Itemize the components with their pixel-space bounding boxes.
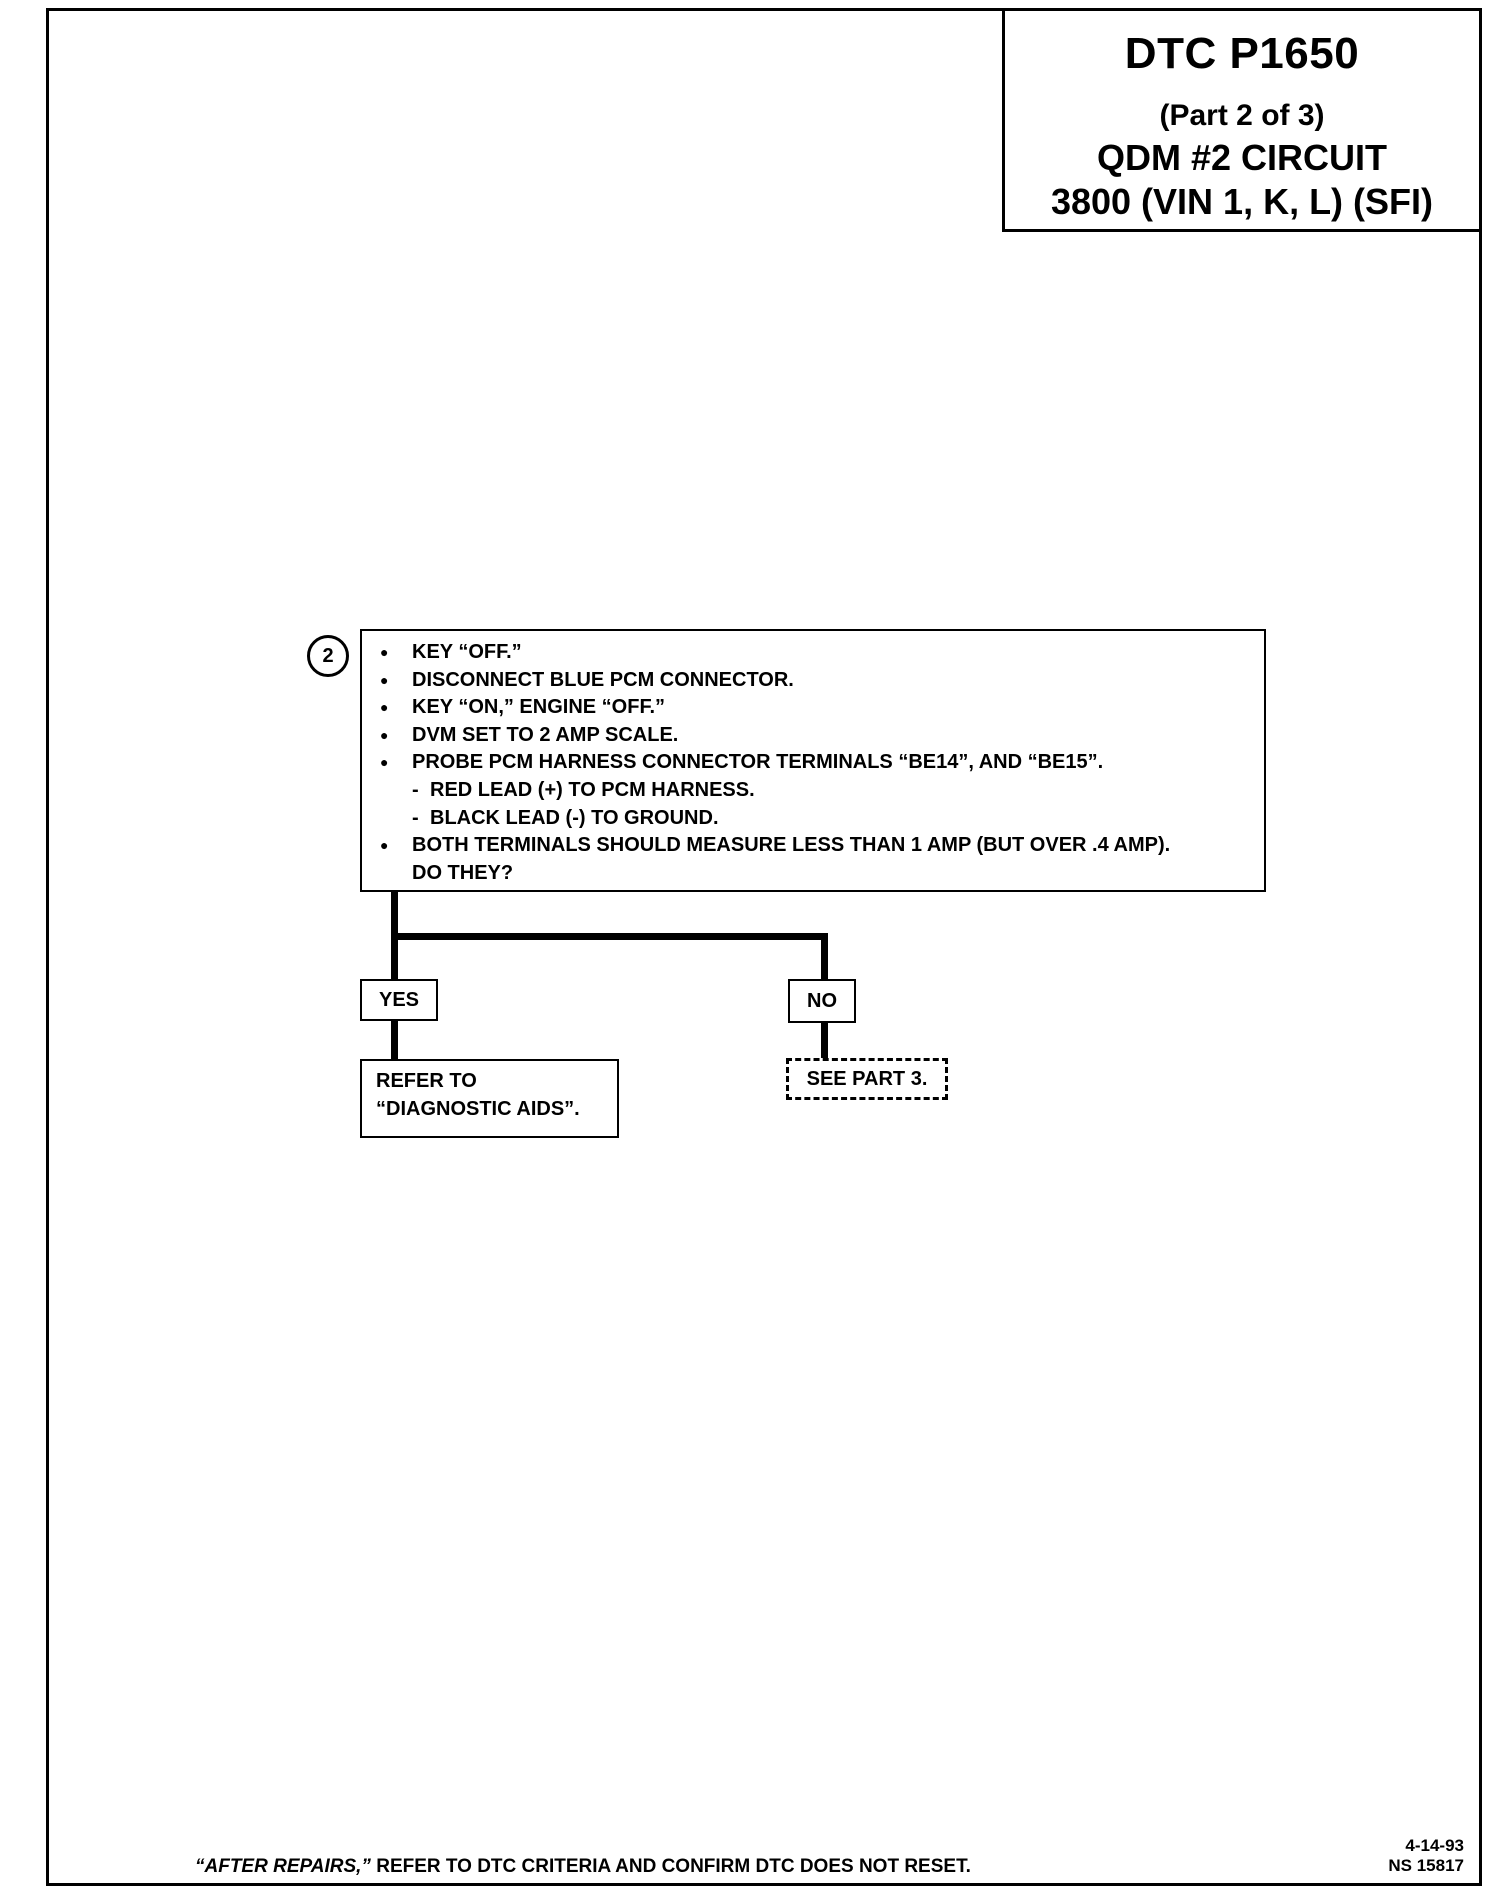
document-number: NS 15817	[1388, 1856, 1464, 1875]
instruction-question: DO THEY?	[412, 861, 514, 884]
no-result-box: SEE PART 3.	[786, 1058, 948, 1100]
yes-result-line: REFER TO	[376, 1070, 477, 1092]
title-box: DTC P1650 (Part 2 of 3) QDM #2 CIRCUIT 3…	[1002, 8, 1482, 232]
instruction-item: KEY “OFF.”	[378, 639, 1264, 667]
yes-result-box: REFER TO “DIAGNOSTIC AIDS”.	[360, 1059, 619, 1138]
engine-spec: 3800 (VIN 1, K, L) (SFI)	[1050, 181, 1434, 222]
part-indicator: (Part 2 of 3)	[1159, 99, 1325, 132]
footer-note-text: REFER TO DTC CRITERIA AND CONFIRM DTC DO…	[370, 1856, 971, 1877]
connector-yes-result	[391, 1019, 398, 1060]
connector-no-down	[821, 933, 828, 981]
connector-no-result	[821, 1021, 828, 1059]
connector-horizontal	[391, 933, 828, 940]
yes-branch-label: YES	[360, 979, 438, 1021]
instruction-subitem: BLACK LEAD (-) TO GROUND.	[378, 805, 1264, 833]
instruction-item: KEY “ON,” ENGINE “OFF.”	[378, 694, 1264, 722]
document-date: 4-14-93	[1405, 1836, 1464, 1855]
instruction-subitem: RED LEAD (+) TO PCM HARNESS.	[378, 777, 1264, 805]
no-branch-label: NO	[788, 979, 856, 1023]
instruction-item: PROBE PCM HARNESS CONNECTOR TERMINALS “B…	[378, 749, 1264, 777]
footer-note: “AFTER REPAIRS,” REFER TO DTC CRITERIA A…	[195, 1856, 971, 1878]
circuit-name: QDM #2 CIRCUIT	[1096, 137, 1388, 178]
step-instructions-box: KEY “OFF.” DISCONNECT BLUE PCM CONNECTOR…	[360, 629, 1266, 892]
instruction-item: DVM SET TO 2 AMP SCALE.	[378, 722, 1264, 750]
instruction-item: DISCONNECT BLUE PCM CONNECTOR.	[378, 667, 1264, 695]
dtc-code: DTC P1650	[1124, 29, 1360, 78]
document-reference: 4-14-93 NS 15817	[1388, 1836, 1464, 1876]
page-frame	[46, 8, 1482, 1886]
yes-result-line: “DIAGNOSTIC AIDS”.	[376, 1098, 580, 1120]
instruction-item: BOTH TERMINALS SHOULD MEASURE LESS THAN …	[378, 832, 1264, 860]
footer-note-emphasis: “AFTER REPAIRS,”	[195, 1856, 371, 1877]
step-number-badge: 2	[307, 635, 349, 677]
